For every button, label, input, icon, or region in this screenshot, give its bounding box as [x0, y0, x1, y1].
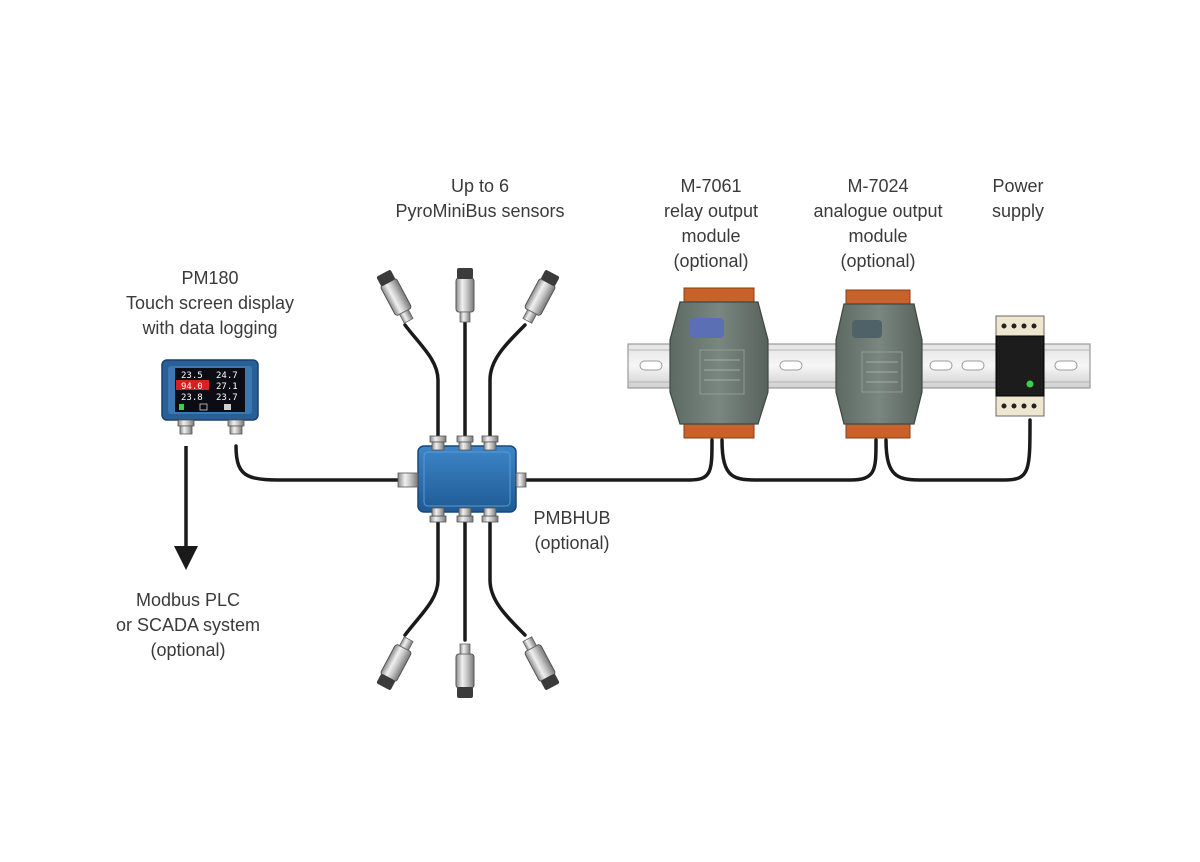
label-pm180: PM180 Touch screen display with data log…	[125, 268, 295, 338]
cable-m7024-to-power	[884, 418, 1032, 482]
reading-4: 27.1	[216, 382, 238, 392]
cable-sensor-bottom-left	[403, 518, 440, 637]
sensor-top-middle	[455, 267, 475, 323]
m7024-module	[835, 289, 923, 439]
m7061-module	[669, 287, 769, 439]
graph-icon	[199, 403, 208, 411]
module-logo-icon-2	[852, 320, 882, 338]
sensor-bottom-middle	[455, 643, 475, 699]
reading-5: 23.8	[181, 393, 203, 403]
module-logo-icon	[690, 318, 724, 338]
power-supply	[995, 315, 1045, 417]
settings-icon	[224, 404, 231, 410]
sensor-top-left	[374, 268, 418, 326]
power-led-icon	[1026, 380, 1034, 388]
modbus-arrow	[174, 446, 198, 570]
reading-2: 24.7	[216, 371, 238, 381]
label-modbus: Modbus PLC or SCADA system (optional)	[115, 590, 261, 660]
reading-3: 94.0	[181, 382, 203, 392]
cable-sensor-top-left	[403, 323, 440, 442]
sensor-bottom-right	[518, 634, 562, 692]
label-m7061: M-7061 relay output module (optional)	[663, 176, 759, 271]
cable-m7061-to-m7024	[720, 438, 878, 482]
label-m7024: M-7024 analogue output module (optional)	[813, 176, 943, 271]
cable-display-to-hub	[234, 444, 400, 482]
cable-hub-to-m7061	[520, 438, 714, 482]
cables	[234, 318, 1032, 642]
pmbhub-box	[397, 435, 527, 523]
sensor-bottom-left	[374, 634, 418, 692]
reading-6: 23.7	[216, 393, 238, 403]
cable-sensor-bottom-right	[488, 518, 527, 637]
reading-1: 23.5	[181, 371, 203, 381]
battery-icon	[179, 404, 184, 410]
label-power-supply: Power supply	[991, 176, 1045, 221]
label-pmbhub: PMBHUB (optional)	[533, 508, 611, 553]
sensor-top-right	[518, 268, 562, 326]
cable-sensor-top-right	[488, 323, 527, 442]
label-sensors: Up to 6 PyroMiniBus sensors	[395, 176, 565, 221]
pm180-display: 23.5 24.7 94.0 27.1 23.8 23.7	[161, 359, 259, 435]
